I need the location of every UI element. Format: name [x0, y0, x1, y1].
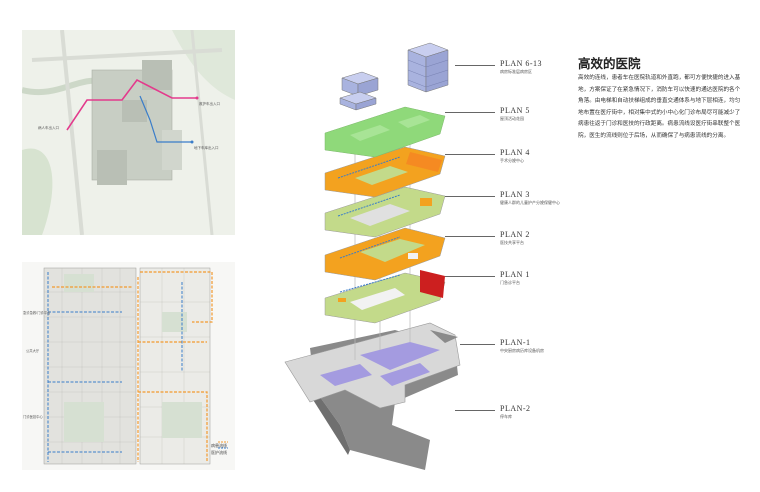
level-title: PLAN-2: [500, 404, 531, 413]
level-label-plan-1: PLAN 1 门急诊平台: [500, 270, 530, 286]
level-subtitle: 医技共享平台: [500, 240, 530, 246]
level-label-plan-6-13: PLAN 6-13 病房标准层病房区: [500, 59, 542, 75]
level-title: PLAN-1: [500, 338, 544, 347]
floor-side-label-clinic: 门诊医技中心: [23, 414, 43, 419]
site-label-garage: 地下车库出入口: [194, 146, 219, 151]
leader-plan-2: [445, 236, 495, 237]
level-subtitle: 健康人群的儿童护产分娩保健中心: [500, 200, 560, 206]
slab-plan-5: [325, 107, 445, 157]
level-label-plan-5: PLAN 5 屋顶活动花园: [500, 106, 530, 122]
level-subtitle: 停车库: [500, 414, 531, 420]
exploded-floor-stack: [280, 30, 490, 470]
leader-plan-4: [445, 154, 495, 155]
leader-plan-5: [445, 112, 495, 113]
legend-patient-flow: 病患流线: [211, 443, 227, 449]
level-title: PLAN 2: [500, 230, 530, 239]
level-subtitle: 门急诊平台: [500, 280, 530, 286]
level-subtitle: 中央厨房病历库设备机房: [500, 348, 544, 354]
floor-side-label-emergency: 急诊急救/门诊平台: [23, 310, 50, 315]
level-label-plan-2: PLAN 2 医技共享平台: [500, 230, 530, 246]
level-title: PLAN 3: [500, 190, 560, 199]
stack-drawing: [280, 30, 490, 470]
slab-plan-3: [325, 187, 445, 237]
level-label-plan-minus-1: PLAN-1 中央厨房病历库设备机房: [500, 338, 544, 354]
level-subtitle: 屋顶活动花园: [500, 116, 530, 122]
level-title: PLAN 4: [500, 148, 530, 157]
level-label-plan-3: PLAN 3 健康人群的儿童护产分娩保健中心: [500, 190, 560, 206]
leader-plan-minus-1: [460, 344, 495, 345]
site-label-patient-car: 病人车出入口: [38, 126, 59, 131]
level-title: PLAN 1: [500, 270, 530, 279]
ward-towers: [340, 43, 448, 110]
level-title: PLAN 5: [500, 106, 530, 115]
leader-plan-minus-2: [455, 410, 495, 411]
level-subtitle: 病房标准层病房区: [500, 69, 542, 75]
level-label-plan-4: PLAN 4 手术分娩中心: [500, 148, 530, 164]
level-subtitle: 手术分娩中心: [500, 158, 530, 164]
legend-staff-flow: 医护流线: [211, 450, 227, 456]
floor-plan-drawing: [22, 262, 235, 470]
leader-plan-3: [445, 196, 495, 197]
site-plan-image: 救护车出入口 病人车出入口 地下车库出入口: [22, 30, 235, 235]
slab-plan-4: [325, 147, 445, 197]
floor-side-label-lobby: 公共大厅: [26, 348, 39, 353]
floor-plan-image: 急诊急救/门诊平台 公共大厅 门诊医技中心 病患流线 医护流线: [22, 262, 235, 470]
leader-plan-1: [445, 276, 495, 277]
site-plan-drawing: [22, 30, 235, 235]
leader-plan-6-13: [455, 65, 495, 66]
site-label-ambulance: 救护车出入口: [199, 102, 220, 107]
level-label-plan-minus-2: PLAN-2 停车库: [500, 404, 531, 420]
description-paragraph: 高效的连线，患者车在医院轨道和外直跑，都可方便快捷的进入基地，方案保证了在紧急情…: [578, 73, 743, 143]
section-heading: 高效的医院: [578, 53, 641, 72]
slab-plan-1: [325, 270, 445, 323]
level-title: PLAN 6-13: [500, 59, 542, 68]
